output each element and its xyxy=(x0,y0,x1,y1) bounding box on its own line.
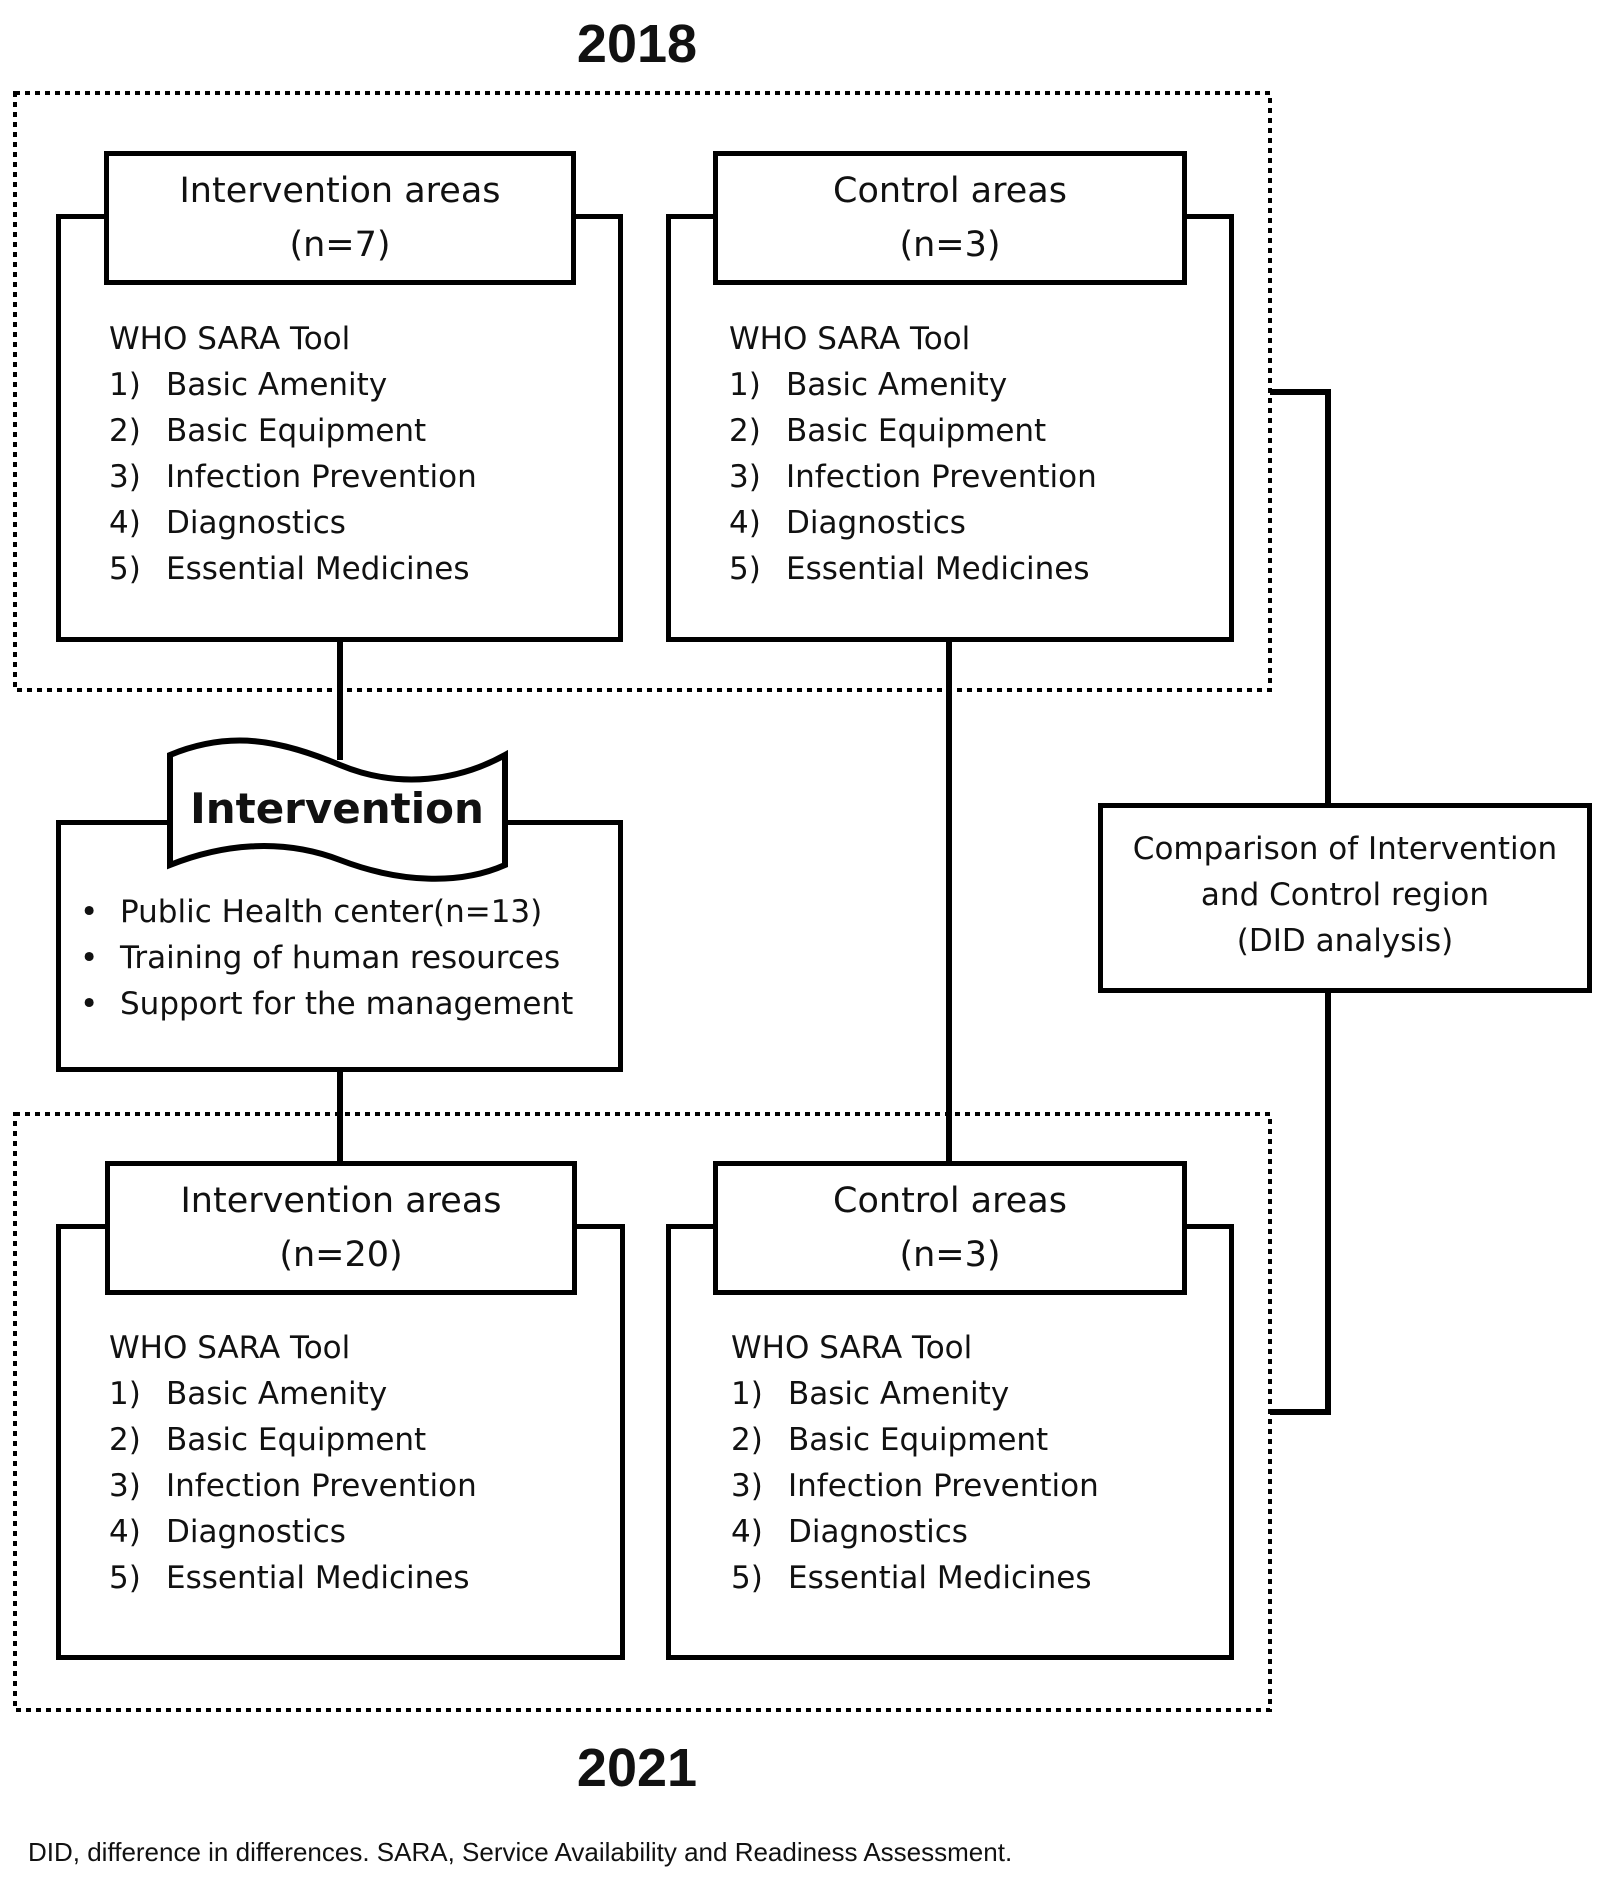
list-item: 1)Basic Amenity xyxy=(109,1376,388,1412)
bullet: • xyxy=(80,986,99,1022)
ctrl-2018-n: (n=3) xyxy=(899,225,1001,265)
int-2018-header: Intervention areas (n=7) xyxy=(104,151,576,285)
list-item: •Training of human resources xyxy=(80,935,573,981)
ctrl-2021-title: Control areas xyxy=(833,1181,1067,1221)
list-item: 4)Diagnostics xyxy=(729,505,966,541)
list-item: 4)Diagnostics xyxy=(109,505,346,541)
list-item: 5)Essential Medicines xyxy=(731,1560,1092,1596)
list-item: 3)Infection Prevention xyxy=(731,1468,1099,1504)
list-item: 2)Basic Equipment xyxy=(731,1422,1049,1458)
list-item: 2)Basic Equipment xyxy=(109,1422,427,1458)
bracket-comparison-to-2021 xyxy=(1270,990,1331,1415)
ctrl-2018-title: Control areas xyxy=(833,171,1067,211)
comparison-line: and Control region xyxy=(1200,877,1490,913)
list-item: 1)Basic Amenity xyxy=(729,367,1008,403)
tool-title: WHO SARA Tool xyxy=(109,1330,351,1366)
list-item: 1)Basic Amenity xyxy=(109,367,388,403)
tool-title: WHO SARA Tool xyxy=(109,321,351,357)
tool-title: WHO SARA Tool xyxy=(729,321,971,357)
list-item: 3)Infection Prevention xyxy=(729,459,1097,495)
int-2021-n: (n=20) xyxy=(279,1235,403,1275)
bullet: • xyxy=(80,940,99,976)
ctrl-2021-header: Control areas (n=3) xyxy=(713,1161,1187,1295)
int-2018-tool-list: WHO SARA Tool 1)Basic Amenity 2)Basic Eq… xyxy=(109,316,477,592)
ctrl-2021-n: (n=3) xyxy=(899,1235,1001,1275)
intervention-banner xyxy=(167,737,508,882)
comparison-box: Comparison of Intervention and Control r… xyxy=(1098,803,1592,993)
list-item: 3)Infection Prevention xyxy=(109,1468,477,1504)
int-2021-header: Intervention areas (n=20) xyxy=(105,1161,577,1295)
int-2021-title: Intervention areas xyxy=(180,1181,502,1221)
list-item: 4)Diagnostics xyxy=(731,1514,968,1550)
list-item: 4)Diagnostics xyxy=(109,1514,346,1550)
ctrl-2018-tool-list: WHO SARA Tool 1)Basic Amenity 2)Basic Eq… xyxy=(729,316,1097,592)
year-2018-label: 2018 xyxy=(576,14,698,74)
list-item: •Support for the management xyxy=(80,981,573,1027)
list-item: 3)Infection Prevention xyxy=(109,459,477,495)
int-2018-title: Intervention areas xyxy=(179,171,501,211)
list-item: 5)Essential Medicines xyxy=(109,1560,470,1596)
int-2018-panel xyxy=(56,214,623,642)
list-item: 5)Essential Medicines xyxy=(109,551,470,587)
footnote: DID, difference in differences. SARA, Se… xyxy=(28,1837,1013,1867)
tool-title: WHO SARA Tool xyxy=(731,1330,973,1366)
list-item: 2)Basic Equipment xyxy=(109,413,427,449)
comparison-line: (DID analysis) xyxy=(1236,923,1454,959)
int-2018-n: (n=7) xyxy=(289,225,391,265)
comparison-line: Comparison of Intervention xyxy=(1132,831,1558,867)
list-item: 1)Basic Amenity xyxy=(731,1376,1010,1412)
bullet: • xyxy=(80,894,99,930)
list-item: 5)Essential Medicines xyxy=(729,551,1090,587)
intervention-list: •Public Health center(n=13) •Training of… xyxy=(80,889,573,1027)
intervention-title: Intervention xyxy=(190,784,484,833)
list-item: •Public Health center(n=13) xyxy=(80,889,573,935)
year-2021-label: 2021 xyxy=(576,1738,698,1798)
bracket-2018-to-comparison xyxy=(1270,389,1331,805)
int-2021-tool-list: WHO SARA Tool 1)Basic Amenity 2)Basic Eq… xyxy=(109,1325,477,1601)
list-item: 2)Basic Equipment xyxy=(729,413,1047,449)
ctrl-2018-header: Control areas (n=3) xyxy=(713,151,1187,285)
ctrl-2021-tool-list: WHO SARA Tool 1)Basic Amenity 2)Basic Eq… xyxy=(731,1325,1099,1601)
